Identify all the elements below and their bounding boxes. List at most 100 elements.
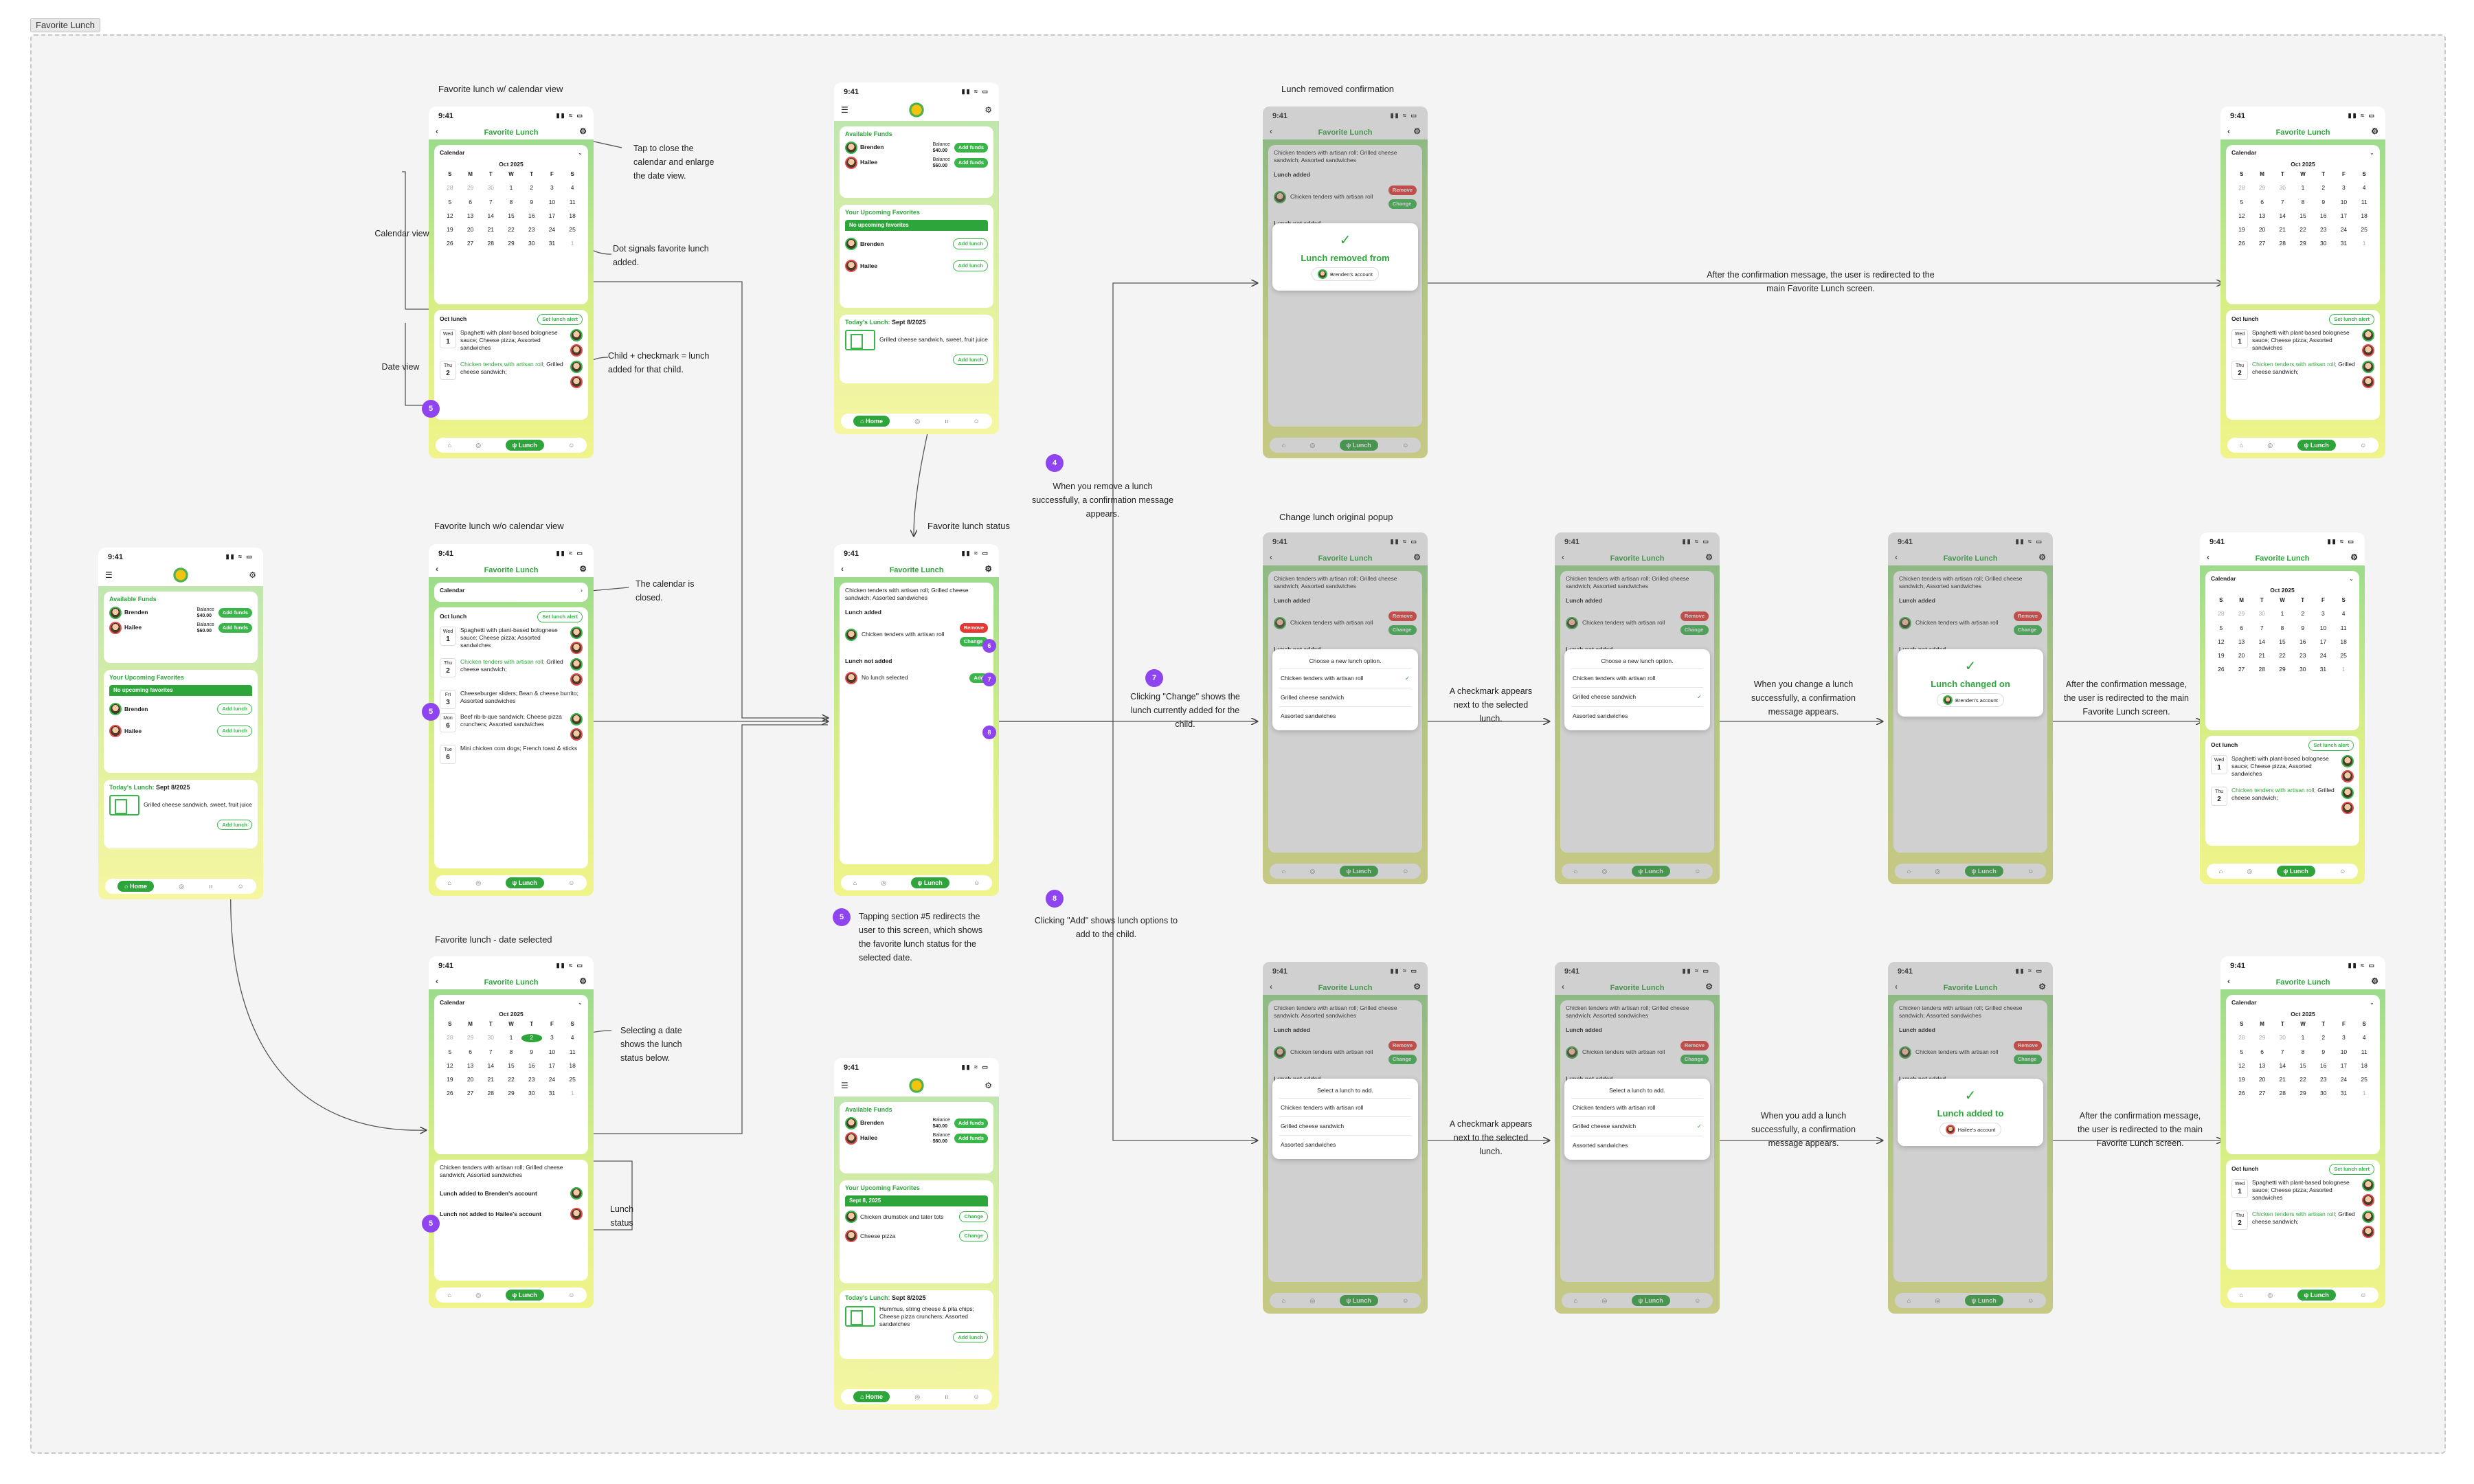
nav-icon[interactable]: ☺ — [1402, 442, 1409, 449]
add-funds-button[interactable]: Add funds — [954, 158, 988, 168]
chevron-down-icon[interactable]: ⌄ — [2369, 999, 2374, 1006]
nav-icon[interactable]: ☺ — [568, 1292, 575, 1298]
nav-icon[interactable]: ◎ — [914, 1393, 921, 1400]
add-funds-button[interactable]: Add funds — [954, 1134, 988, 1143]
gear-icon[interactable]: ⚙ — [1413, 552, 1421, 562]
remove-button[interactable]: Remove — [1388, 186, 1417, 195]
change-button[interactable]: Change — [1680, 625, 1709, 635]
back-icon[interactable]: ‹ — [436, 126, 438, 136]
remove-button[interactable]: Remove — [2013, 1041, 2042, 1050]
nav-icon[interactable]: ıı — [945, 418, 949, 425]
lunch-option[interactable]: Assorted sandwiches — [1279, 706, 1411, 725]
add-funds-button[interactable]: Add funds — [218, 623, 252, 633]
home-icon[interactable]: ⌂ — [447, 879, 452, 886]
nav-icon[interactable]: ☺ — [1402, 1297, 1409, 1304]
chevron-down-icon[interactable]: ⌄ — [577, 999, 583, 1006]
nav-lunch[interactable]: ψ Lunch — [1631, 1295, 1670, 1306]
set-alert-button[interactable]: Set lunch alert — [2329, 314, 2374, 325]
nav-icon[interactable]: ☺ — [237, 883, 244, 890]
add-lunch-button[interactable]: Add lunch — [217, 726, 252, 737]
chevron-right-icon[interactable]: › — [581, 587, 583, 594]
gear-icon[interactable]: ⚙ — [1413, 126, 1421, 136]
chevron-down-icon[interactable]: ⌄ — [2348, 575, 2354, 582]
nav-lunch[interactable]: ψ Lunch — [505, 440, 544, 451]
back-icon[interactable]: ‹ — [841, 564, 844, 574]
lunch-option[interactable]: Chicken tenders with artisan roll — [1571, 1098, 1703, 1116]
nav-icon[interactable]: ☺ — [2339, 868, 2346, 875]
nav-icon[interactable]: ◎ — [475, 441, 482, 449]
lunch-option[interactable]: Grilled cheese sandwich✓ — [1571, 1116, 1703, 1136]
nav-icon[interactable]: ☺ — [1402, 868, 1409, 875]
set-alert-button[interactable]: Set lunch alert — [2308, 740, 2354, 751]
nav-lunch[interactable]: ψ Lunch — [2297, 440, 2336, 451]
nav-icon[interactable]: ◎ — [2267, 1291, 2273, 1298]
home-icon[interactable]: ⌂ — [447, 442, 452, 449]
remove-button[interactable]: Remove — [959, 623, 988, 633]
home-icon[interactable]: ⌂ — [1907, 1297, 1911, 1304]
menu-icon[interactable]: ☰ — [105, 570, 113, 580]
back-icon[interactable]: ‹ — [2227, 126, 2230, 136]
menu-icon[interactable]: ☰ — [841, 105, 848, 115]
back-icon[interactable]: ‹ — [1270, 552, 1272, 562]
change-button[interactable]: Change — [2013, 1054, 2042, 1064]
lunch-option[interactable]: Grilled cheese sandwich — [1279, 1116, 1411, 1135]
nav-lunch[interactable]: ψ Lunch — [1964, 1295, 2003, 1306]
remove-button[interactable]: Remove — [1388, 611, 1417, 621]
back-icon[interactable]: ‹ — [1895, 552, 1898, 562]
nav-lunch[interactable]: ψ Lunch — [1339, 866, 1378, 877]
nav-icon[interactable]: ◎ — [2267, 441, 2273, 449]
add-funds-button[interactable]: Add funds — [218, 607, 252, 618]
gear-icon[interactable]: ⚙ — [2371, 976, 2379, 986]
nav-icon[interactable]: ☺ — [973, 1393, 980, 1400]
back-icon[interactable]: ‹ — [1270, 126, 1272, 136]
home-icon[interactable]: ⌂ — [1281, 1297, 1286, 1304]
nav-icon[interactable]: ◎ — [914, 417, 921, 425]
nav-lunch[interactable]: ψ Lunch — [1964, 866, 2003, 877]
nav-icon[interactable]: ☺ — [2360, 1292, 2367, 1298]
nav-lunch[interactable]: ψ Lunch — [910, 877, 949, 888]
nav-lunch[interactable]: ψ Lunch — [505, 877, 544, 888]
nav-icon[interactable]: ☺ — [974, 879, 980, 886]
add-lunch-button[interactable]: Add lunch — [953, 260, 988, 271]
nav-icon[interactable]: ◎ — [1601, 867, 1608, 875]
nav-icon[interactable]: ıı — [945, 1393, 949, 1400]
home-icon[interactable]: ⌂ — [2239, 1292, 2244, 1298]
change-button[interactable]: Change — [1388, 625, 1417, 635]
nav-lunch[interactable]: ψ Lunch — [2297, 1290, 2336, 1301]
nav-icon[interactable]: ☺ — [2027, 868, 2034, 875]
change-button[interactable]: Change — [1680, 1054, 1709, 1064]
nav-icon[interactable]: ◎ — [1309, 867, 1316, 875]
change-button[interactable]: Change — [1388, 1054, 1417, 1064]
lunch-option[interactable]: Chicken tenders with artisan roll✓ — [1279, 668, 1411, 688]
nav-home[interactable]: ⌂ Home — [853, 1391, 890, 1402]
change-button[interactable]: Change — [959, 1211, 988, 1222]
home-icon[interactable]: ⌂ — [1281, 442, 1286, 449]
gear-icon[interactable]: ⚙ — [579, 976, 587, 986]
add-lunch-button[interactable]: Add lunch — [953, 238, 988, 249]
gear-icon[interactable]: ⚙ — [1705, 982, 1713, 991]
nav-icon[interactable]: ☺ — [568, 442, 575, 449]
nav-home[interactable]: ⌂ Home — [853, 416, 890, 427]
nav-icon[interactable]: ☺ — [568, 879, 575, 886]
set-alert-button[interactable]: Set lunch alert — [537, 314, 583, 325]
home-icon[interactable]: ⌂ — [2218, 868, 2223, 875]
home-icon[interactable]: ⌂ — [1573, 868, 1578, 875]
back-icon[interactable]: ‹ — [2207, 552, 2209, 562]
change-button[interactable]: Change — [959, 636, 988, 647]
set-alert-button[interactable]: Set lunch alert — [2329, 1164, 2374, 1175]
home-icon[interactable]: ⌂ — [1907, 868, 1911, 875]
gear-icon[interactable]: ⚙ — [985, 105, 992, 115]
home-icon[interactable]: ⌂ — [853, 879, 857, 886]
gear-icon[interactable]: ⚙ — [2371, 126, 2379, 136]
gear-icon[interactable]: ⚙ — [2038, 982, 2046, 991]
